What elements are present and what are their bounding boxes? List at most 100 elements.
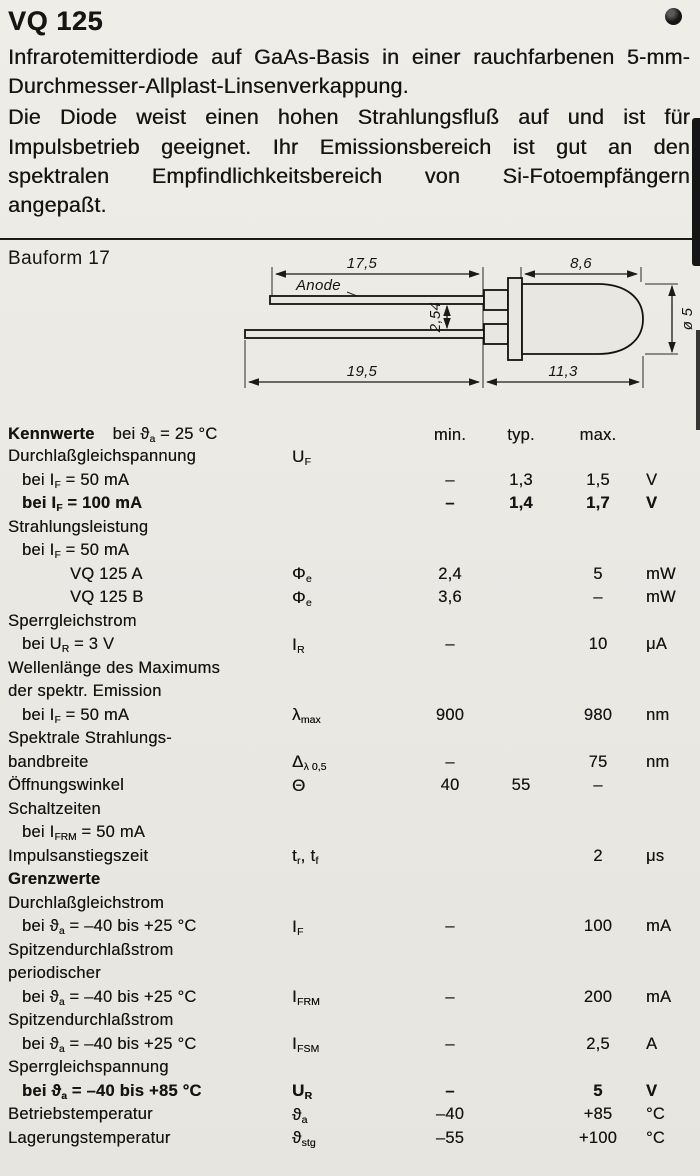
table-row: Schaltzeiten [8, 798, 690, 822]
symbol: IF [292, 916, 304, 938]
table-row: Spitzendurchlaßstrom [8, 1009, 690, 1033]
scan-edge-artifact [692, 118, 700, 266]
column-header-min: min. [433, 426, 467, 445]
parameter-label: VQ 125 A [70, 564, 143, 583]
table-row: bei IFRM = 50 mA [8, 821, 690, 845]
table-row: VQ 125 A Φe 2,4 5 mW [8, 563, 690, 587]
parameter-label: Durchlaßgleichspannung [8, 447, 197, 466]
unit: μs [646, 846, 665, 865]
value-min: –40 [435, 1105, 465, 1124]
unit: A [646, 1034, 658, 1053]
value-typ: 1,3 [509, 470, 533, 489]
table-row: bei IF = 50 mA λmax 900 980 nm [8, 704, 690, 728]
value-min: – [445, 1034, 455, 1053]
table-row: Spektrale Strahlungs- [8, 727, 690, 751]
unit: mA [646, 987, 672, 1006]
symbol: Θ [292, 775, 306, 795]
value-min: – [445, 470, 455, 489]
section-divider [0, 238, 700, 241]
symbol: ϑstg [292, 1128, 316, 1149]
description-section: Infrarotemitterdiode auf GaAs-Basis in e… [8, 43, 690, 220]
parameter-label: bei IFRM = 50 mA [22, 823, 146, 843]
unit: mA [646, 917, 672, 936]
value-typ: 1,4 [509, 494, 533, 513]
symbol: IR [292, 634, 305, 656]
unit: mW [646, 588, 676, 607]
parameter-label: bei IF = 50 mA [22, 705, 130, 726]
parameter-label: Spektrale Strahlungs- [8, 729, 172, 748]
value-min: 900 [435, 705, 465, 724]
value-min: 3,6 [438, 588, 462, 607]
unit: °C [646, 1105, 666, 1124]
value-max: 2,5 [586, 1034, 610, 1053]
extension-lines [244, 267, 678, 389]
table-body: Durchlaßgleichspannung UF bei IF = 50 mA… [8, 445, 690, 1150]
parameter-label: Spitzendurchlaßstrom [8, 940, 174, 959]
value-max: 75 [588, 752, 608, 771]
unit: V [646, 470, 658, 489]
value-max: +100 [578, 1128, 618, 1147]
parameter-label: bei ϑa = –40 bis +85 °C [22, 1081, 202, 1102]
table-row: Strahlungsleistung [8, 516, 690, 540]
ambient-condition: bei ϑa = 25 °C [112, 425, 218, 446]
parameter-label: Spitzendurchlaßstrom [8, 1011, 174, 1030]
table-row: bei IF = 50 mA [8, 539, 690, 563]
table-row: Betriebstemperatur ϑa –40 +85 °C [8, 1103, 690, 1127]
symbol: IFRM [292, 987, 320, 1008]
parameter-label: Lagerungstemperatur [8, 1128, 171, 1147]
parameter-label: der spektr. Emission [8, 682, 162, 701]
unit: V [646, 1081, 658, 1100]
dim-diameter: ø 5 [679, 308, 696, 331]
table-row: Sperrgleichspannung [8, 1056, 690, 1080]
parameter-label: bei ϑa = –40 bis +25 °C [22, 1034, 197, 1055]
table-row: Durchlaßgleichspannung UF [8, 445, 690, 469]
value-max: – [593, 776, 603, 795]
parameter-label: periodischer [8, 964, 101, 983]
symbol: UR [292, 1081, 313, 1102]
parameter-label: Sperrgleichspannung [8, 1058, 169, 1077]
page-title: VQ 125 [8, 6, 104, 36]
value-max: 2 [593, 846, 603, 865]
table-row: bei ϑa = –40 bis +25 °C IF – 100 mA [8, 915, 690, 939]
section-title-kennwerte: Kennwerte [8, 425, 95, 444]
parameter-label: Strahlungsleistung [8, 517, 149, 536]
table-row: bei UR = 3 V IR – 10 μA [8, 633, 690, 657]
table-row: Wellenlänge des Maximums [8, 657, 690, 681]
led-package [507, 277, 644, 362]
anode-label: Anode [295, 277, 341, 294]
table-row: Öffnungswinkel Θ 40 55 – [8, 774, 690, 798]
table-row: bei IF = 50 mA – 1,3 1,5 V [8, 469, 690, 493]
table-row: Lagerungstemperatur ϑstg –55 +100 °C [8, 1127, 690, 1151]
value-min: – [445, 1081, 455, 1100]
symbol: λmax [292, 705, 321, 726]
symbol: Φe [292, 564, 312, 585]
value-max: 100 [583, 917, 613, 936]
parameter-label: Schaltzeiten [8, 799, 101, 818]
value-min: 40 [440, 776, 460, 795]
parameter-label: Wellenlänge des Maximums [8, 658, 221, 677]
value-max: 5 [593, 564, 603, 583]
symbol: IFSM [292, 1034, 320, 1055]
parameter-label: bandbreite [8, 752, 89, 771]
value-max: +85 [583, 1105, 613, 1124]
value-max: 5 [593, 1081, 603, 1100]
parameter-label: bei IF = 50 mA [22, 541, 130, 561]
symbol: Δλ 0,5 [292, 752, 327, 773]
table-row: Sperrgleichstrom [8, 610, 690, 634]
table-row: bei ϑa = –40 bis +25 °C IFSM – 2,5 A [8, 1033, 690, 1057]
table-row: periodischer [8, 962, 690, 986]
table-row: Spitzendurchlaßstrom [8, 939, 690, 963]
unit: V [646, 494, 658, 513]
value-max: 200 [583, 987, 613, 1006]
table-row: Impulsanstiegszeit tr, tf 2 μs [8, 845, 690, 869]
dim-cap-top: 8,6 [570, 255, 592, 272]
bauform-label: Bauform 17 [8, 248, 110, 269]
bauform-drawing: Bauform 17 17,5 8,6 Anode [8, 248, 696, 389]
value-max: 980 [583, 705, 613, 724]
value-min: – [445, 917, 455, 936]
symbol: ϑa [292, 1104, 308, 1126]
table-row: bei IF = 100 mA – 1,4 1,7 V [8, 492, 690, 516]
scan-edge-artifact [696, 330, 700, 430]
page-marker-dot [665, 8, 682, 25]
